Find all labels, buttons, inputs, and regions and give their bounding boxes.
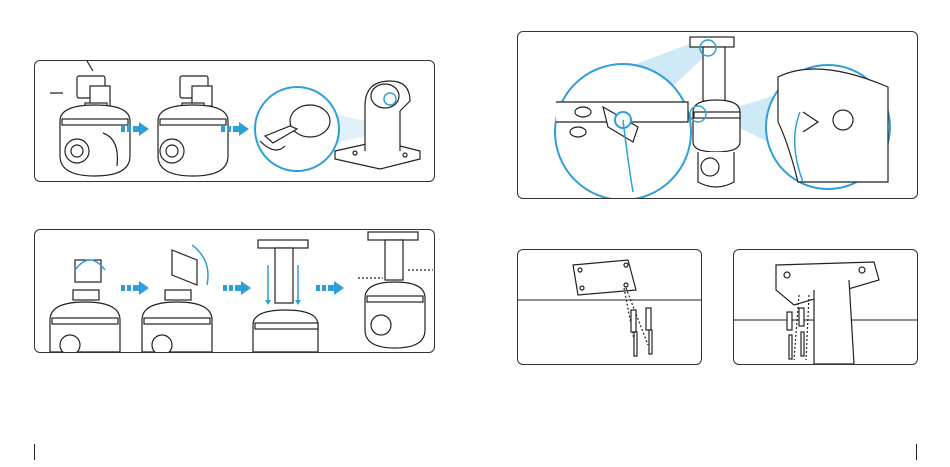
step-panel-replace-bracket <box>34 229 435 353</box>
step-panel-mount-pole <box>733 249 918 365</box>
ceiling-anchor-icon <box>518 250 701 364</box>
right-page-edge-mark <box>916 444 917 460</box>
step-panel-attach-safety-cable <box>517 31 918 199</box>
camera-bracket-removal-icon <box>35 61 434 181</box>
cable-tether-icon <box>518 32 917 198</box>
pole-mount-screw-icon <box>734 250 917 364</box>
left-page-edge-mark <box>34 444 35 460</box>
bracket-swap-icon <box>35 230 434 352</box>
step-panel-ceiling-anchors <box>517 249 702 365</box>
step-panel-remove-wall-bracket <box>34 60 435 182</box>
